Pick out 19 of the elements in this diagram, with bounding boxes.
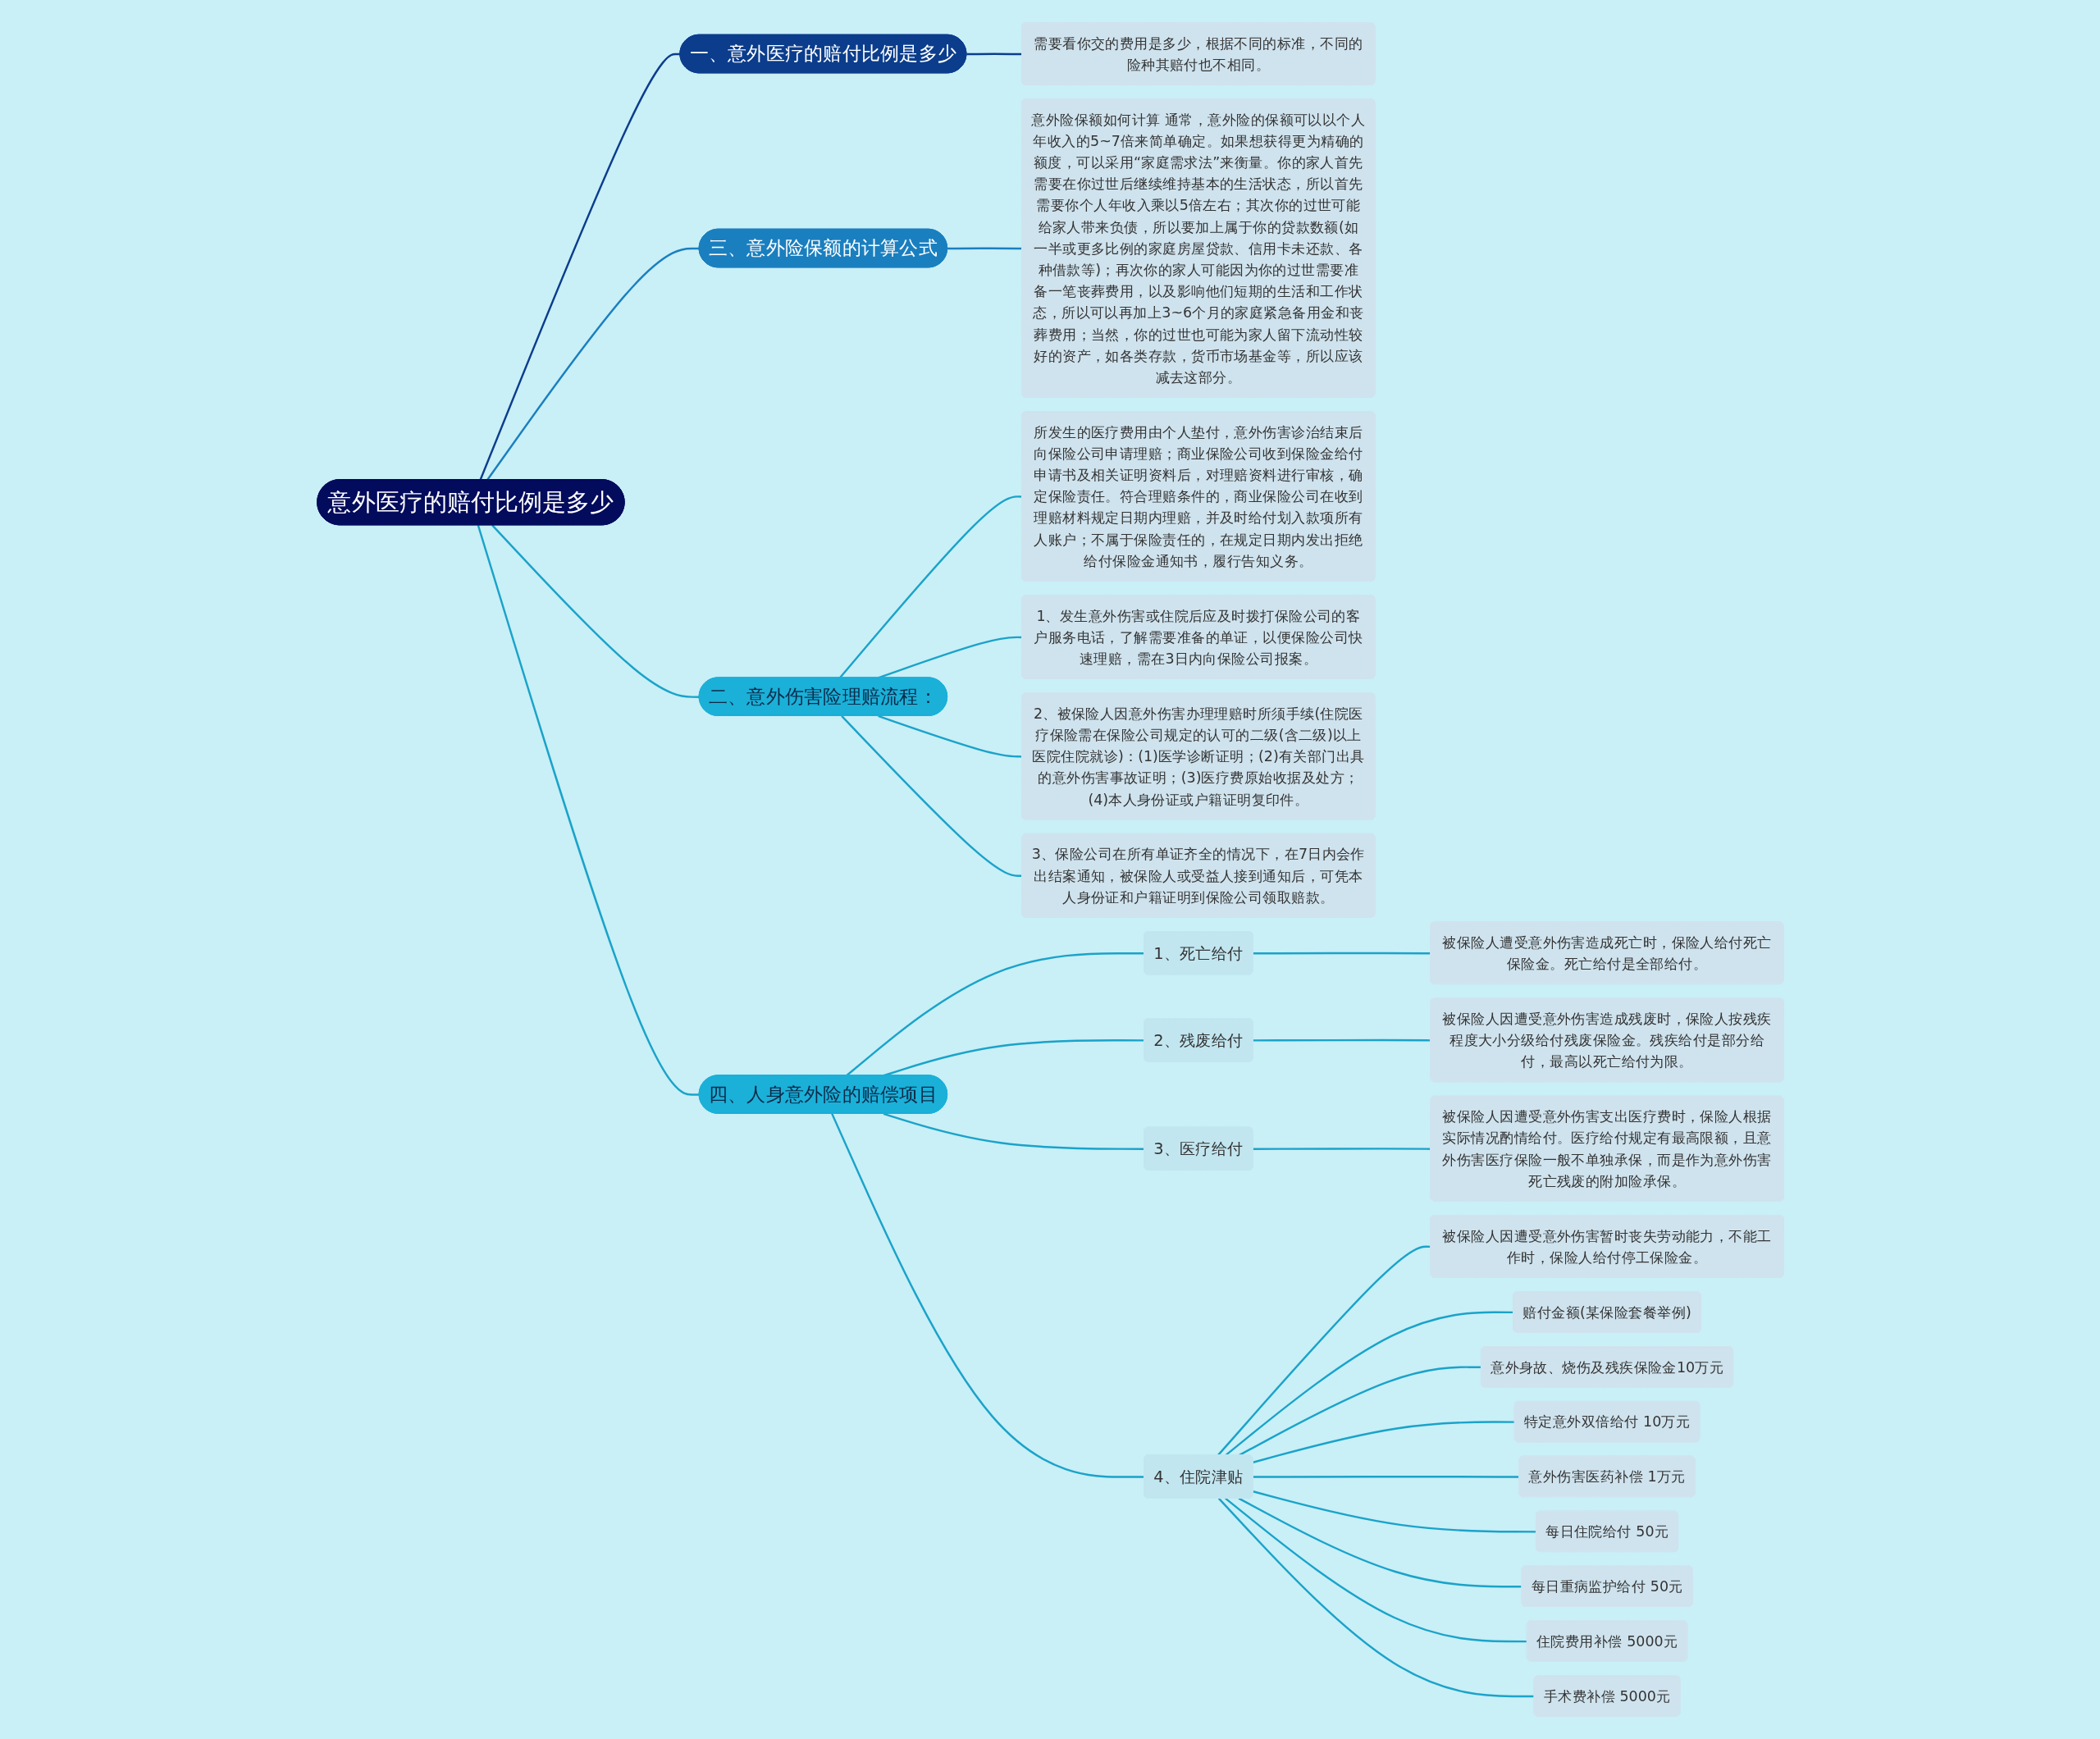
connector	[830, 1113, 1144, 1478]
connector	[491, 524, 700, 698]
connector	[1253, 1148, 1431, 1150]
connector	[1252, 1490, 1536, 1533]
connector	[477, 524, 700, 1096]
connector	[1253, 952, 1431, 955]
connector	[947, 247, 1022, 250]
connector	[478, 52, 680, 481]
connector	[1252, 1421, 1515, 1463]
connector	[1217, 1497, 1535, 1698]
connector	[877, 714, 1022, 758]
connector	[1253, 1038, 1431, 1042]
connector	[883, 1112, 1144, 1150]
connector	[966, 52, 1022, 56]
connector	[1253, 1475, 1519, 1478]
connector	[1224, 1497, 1527, 1643]
connector	[840, 715, 1022, 877]
connector	[486, 247, 700, 481]
connector	[1238, 1497, 1522, 1588]
